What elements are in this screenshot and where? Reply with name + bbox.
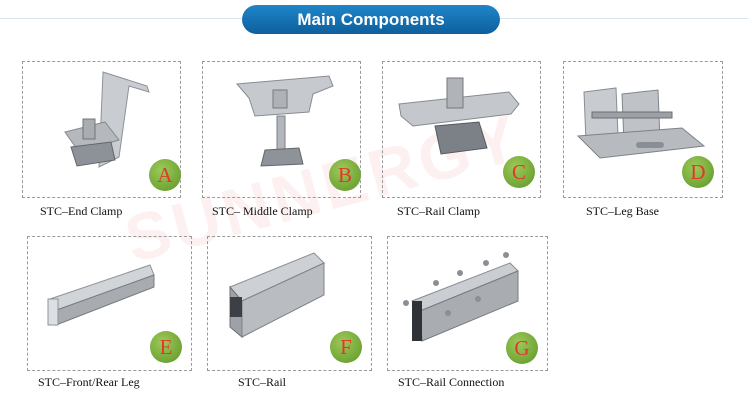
badge-a: A xyxy=(149,159,181,191)
component-label-e: STC–Front/Rear Leg xyxy=(38,375,140,389)
component-label-f: STC–Rail xyxy=(238,375,287,389)
component-card-c[interactable]: C xyxy=(382,61,541,198)
component-label-b: STC– Middle Clamp xyxy=(212,204,313,218)
component-label-g: STC–Rail Connection xyxy=(398,375,505,389)
component-card-e[interactable]: E xyxy=(27,236,192,371)
component-label-d: STC–Leg Base xyxy=(586,204,659,218)
rail-clamp-icon xyxy=(398,77,520,155)
component-card-b[interactable]: B xyxy=(202,61,361,198)
component-card-a[interactable]: A xyxy=(22,61,181,198)
middle-clamp-icon xyxy=(235,75,334,167)
badge-c: C xyxy=(503,156,535,188)
component-card-f[interactable]: F xyxy=(207,236,372,371)
rail-connection-icon xyxy=(403,252,519,342)
page-title: Main Components xyxy=(242,5,500,34)
badge-e: E xyxy=(150,331,182,363)
component-label-c: STC–Rail Clamp xyxy=(397,204,481,218)
component-card-d[interactable]: D xyxy=(563,61,723,198)
component-label-a: STC–End Clamp xyxy=(40,204,123,218)
component-card-g[interactable]: G xyxy=(387,236,548,371)
badge-f: F xyxy=(330,331,362,363)
badge-g: G xyxy=(506,332,538,364)
badge-b: B xyxy=(329,159,361,191)
end-clamp-icon xyxy=(64,71,150,168)
front-rear-leg-icon xyxy=(47,264,155,326)
badge-d: D xyxy=(682,156,714,188)
rail-icon xyxy=(229,252,325,339)
leg-base-icon xyxy=(576,87,706,159)
